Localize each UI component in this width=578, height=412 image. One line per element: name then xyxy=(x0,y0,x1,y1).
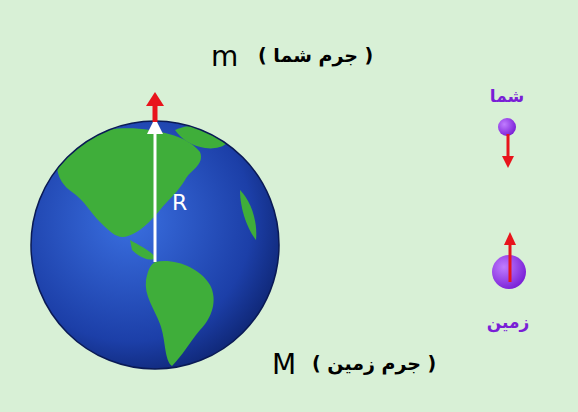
mass-caption: ( جرم زمین ) xyxy=(312,352,436,374)
radius-arrow xyxy=(147,118,163,262)
force-arrow-down xyxy=(502,134,514,168)
continents xyxy=(57,126,256,366)
earth-globe xyxy=(31,121,279,369)
ball-label: زمین xyxy=(487,312,530,332)
mass-caption: ( جرم شما ) xyxy=(258,44,373,66)
radius-label: R xyxy=(172,190,187,215)
you-ball xyxy=(498,118,516,136)
mass-symbol: M xyxy=(272,348,296,381)
ball-node: شما xyxy=(490,86,525,106)
ball-label: شما xyxy=(490,86,525,106)
force-arrow-on-you xyxy=(146,92,164,122)
force-arrow-up xyxy=(504,232,516,282)
ball-node: زمین xyxy=(487,312,530,332)
mass-symbol: m xyxy=(211,40,238,73)
